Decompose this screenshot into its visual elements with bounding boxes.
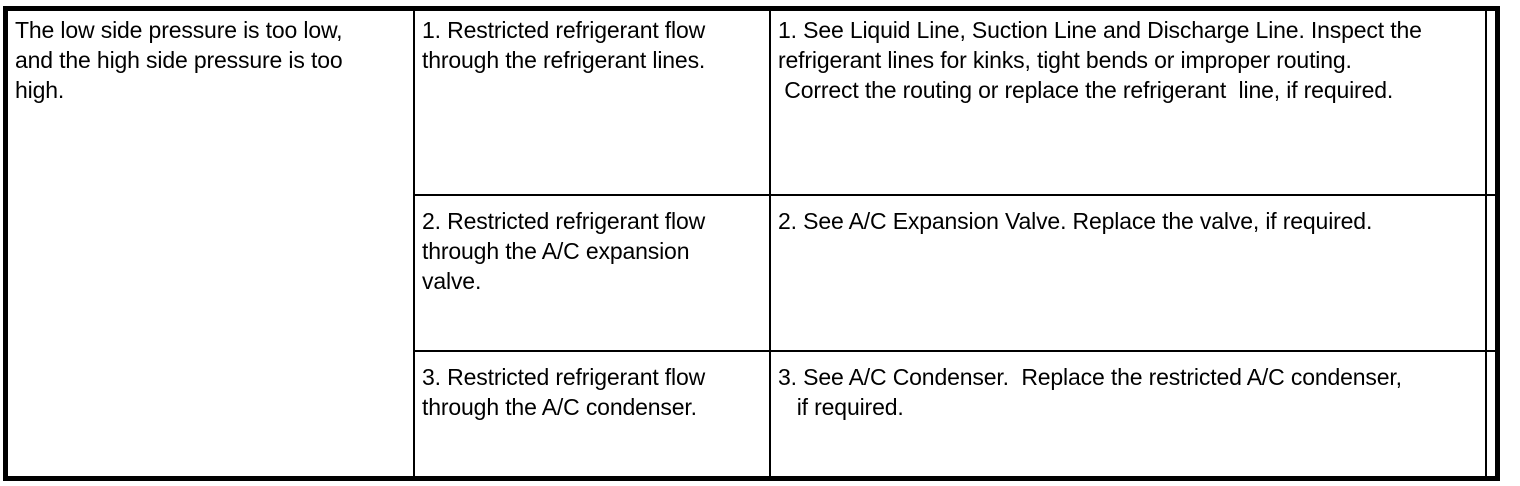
action-text-3: 3. See A/C Condenser. Replace the restri…	[778, 364, 1402, 420]
action-cell-2: 2. See A/C Expansion Valve. Replace the …	[769, 194, 1485, 350]
cause-text-1: 1. Restricted refrigerant flow through t…	[422, 17, 706, 73]
action-text-1: 1. See Liquid Line, Suction Line and Dis…	[778, 17, 1422, 103]
cause-text-3: 3. Restricted refrigerant flow through t…	[422, 364, 706, 420]
spacer-cell-3	[1485, 350, 1495, 476]
action-cell-1: 1. See Liquid Line, Suction Line and Dis…	[769, 11, 1485, 194]
spacer-cell-2	[1485, 194, 1495, 350]
cause-text-2: 2. Restricted refrigerant flow through t…	[422, 208, 706, 294]
cause-cell-2: 2. Restricted refrigerant flow through t…	[413, 194, 769, 350]
condition-cell: The low side pressure is too low, and th…	[8, 11, 413, 476]
troubleshooting-table: The low side pressure is too low, and th…	[3, 6, 1500, 481]
action-cell-3: 3. See A/C Condenser. Replace the restri…	[769, 350, 1485, 476]
condition-text: The low side pressure is too low, and th…	[15, 17, 343, 103]
cause-cell-1: 1. Restricted refrigerant flow through t…	[413, 11, 769, 194]
spacer-cell-1	[1485, 11, 1495, 194]
cause-cell-3: 3. Restricted refrigerant flow through t…	[413, 350, 769, 476]
action-text-2: 2. See A/C Expansion Valve. Replace the …	[778, 208, 1373, 234]
